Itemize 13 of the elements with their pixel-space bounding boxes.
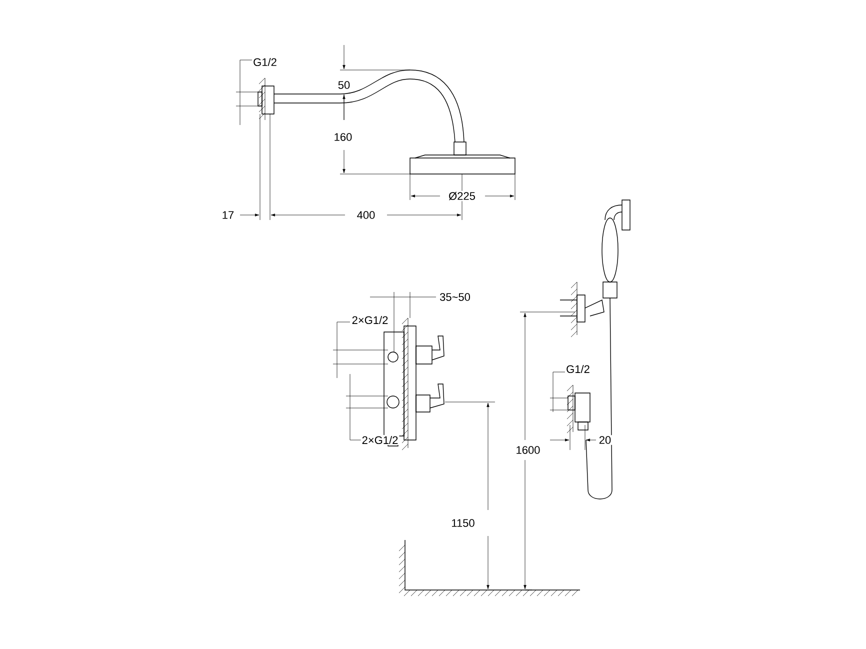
dimension-label: 20 bbox=[598, 435, 612, 445]
dimension-label: 2×G1/2 bbox=[350, 314, 390, 326]
dimension-label: 50 bbox=[336, 80, 352, 90]
dimension-label: 1150 bbox=[450, 518, 476, 528]
dimension-label: 400 bbox=[356, 210, 376, 220]
dimension-label: 2×G1/2 bbox=[360, 434, 400, 446]
dimension-label: Ø225 bbox=[448, 190, 476, 202]
dimension-label: 35~50 bbox=[438, 292, 472, 302]
dimension-label: 17 bbox=[220, 210, 236, 220]
dimension-label: G1/2 bbox=[565, 364, 591, 374]
dimension-label: 1600 bbox=[514, 445, 542, 455]
dimension-label: G1/2 bbox=[252, 56, 278, 68]
dimension-label: 160 bbox=[332, 132, 354, 142]
